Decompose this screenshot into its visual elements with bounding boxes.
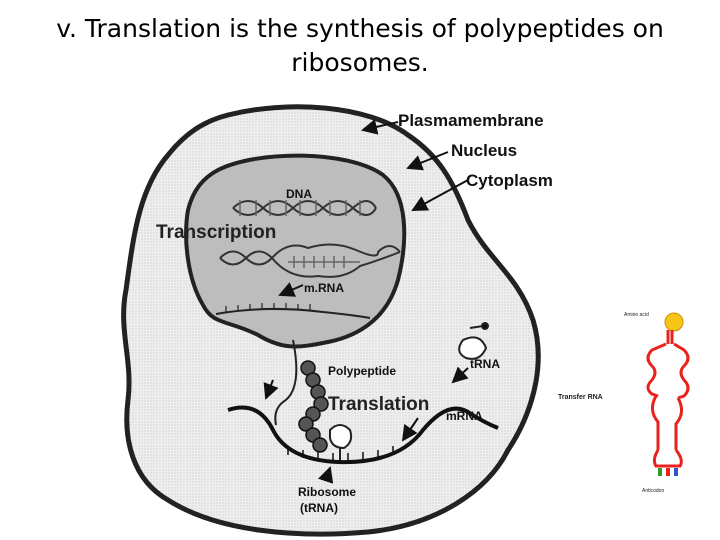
cytoplasm-label: Cytoplasm <box>466 171 553 190</box>
translation-label: Translation <box>328 394 429 415</box>
nucleus-label: Nucleus <box>451 141 517 160</box>
polypeptide-label: Polypeptide <box>328 364 396 378</box>
transcription-label: Transcription <box>156 222 276 243</box>
ribosome-label: Ribosome <box>298 485 356 499</box>
cell-diagram: Plasmamembrane Nucleus Cytoplasm DNA Tra… <box>108 100 588 538</box>
nucleus-shape <box>184 153 407 349</box>
mrna-strand-cytoplasm <box>227 405 499 465</box>
dna-helix-open <box>219 243 401 278</box>
mrna-cytoplasm-label: mRNA <box>446 409 483 423</box>
dna-helix <box>232 200 377 216</box>
plasma-membrane-label: Plasmamembrane <box>398 111 544 130</box>
anticodon-bases <box>658 468 678 476</box>
transfer-rna-label: Transfer RNA <box>558 394 603 401</box>
amino-acid-ball <box>664 312 684 332</box>
trna-label: tRNA <box>470 357 500 371</box>
ribosome-sub-label: (tRNA) <box>300 501 338 515</box>
polypeptide-chain <box>298 360 329 453</box>
trna-free <box>458 322 489 360</box>
mrna-strand-nucleus <box>215 303 371 319</box>
amino-acid-label: Amino acid <box>624 312 649 318</box>
trna-strand <box>646 330 690 468</box>
label-arrows <box>263 119 469 484</box>
mrna-nucleus-label: m.RNA <box>304 281 344 295</box>
dna-label: DNA <box>286 187 312 201</box>
trna-figure: Amino acid Anticodon Transfer RNA <box>558 300 694 496</box>
trna-on-ribosome <box>329 424 353 462</box>
slide-title: v. Translation is the synthesis of polyp… <box>56 14 664 77</box>
anticodon-label: Anticodon <box>642 488 664 494</box>
